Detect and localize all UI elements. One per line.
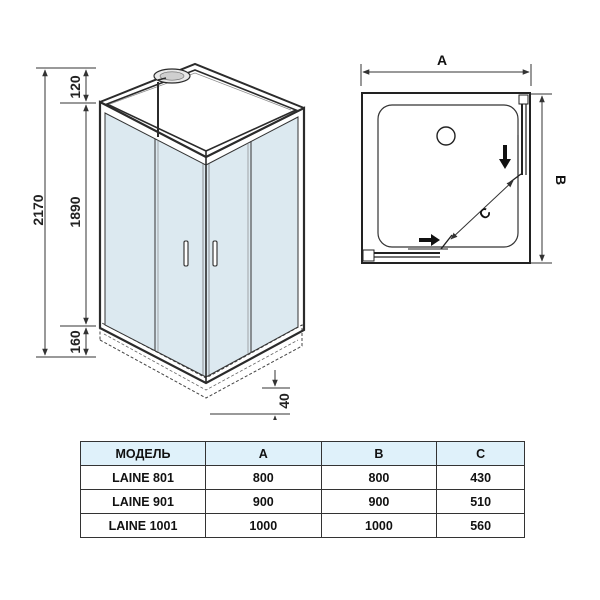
cell-model: LAINE 901 xyxy=(80,489,206,514)
cell-model: LAINE 1001 xyxy=(80,513,206,538)
slide-arrow-down xyxy=(499,145,511,169)
cell-c: 510 xyxy=(436,489,525,514)
table-row: LAINE 801 800 800 430 xyxy=(80,465,525,490)
header-model: МОДЕЛЬ xyxy=(80,441,206,466)
shower-cabin-elevation xyxy=(98,62,306,399)
table-header-row: МОДЕЛЬ A B C xyxy=(80,441,525,466)
dim-total-height: 2170 xyxy=(30,194,46,225)
dim-middle: 1890 xyxy=(67,196,83,227)
table-row: LAINE 901 900 900 510 xyxy=(80,489,525,514)
cell-b: 1000 xyxy=(320,513,438,538)
door-handle-right xyxy=(212,240,218,267)
technical-drawing: 2170 120 1890 160 xyxy=(30,52,569,420)
header-b: B xyxy=(320,441,438,466)
cell-b: 900 xyxy=(320,489,438,514)
cell-c: 560 xyxy=(436,513,525,538)
door-handle-left xyxy=(183,240,189,267)
specs-table: МОДЕЛЬ A B C LAINE 801 800 800 430 LAINE… xyxy=(80,441,525,538)
cell-b: 800 xyxy=(320,465,438,490)
plan-view: A B xyxy=(360,52,569,264)
tray-height-dimension xyxy=(210,370,290,420)
cell-a: 900 xyxy=(205,489,322,514)
cell-a: 1000 xyxy=(205,513,322,538)
table-row: LAINE 1001 1000 1000 560 xyxy=(80,513,525,538)
cell-model: LAINE 801 xyxy=(80,465,206,490)
elevation-dimensions xyxy=(36,67,96,358)
slide-arrow-right xyxy=(419,234,440,246)
plan-label-a: A xyxy=(437,52,447,68)
dim-bottom: 160 xyxy=(67,330,83,354)
cell-a: 800 xyxy=(205,465,322,490)
dim-tray: 40 xyxy=(276,393,292,409)
header-a: A xyxy=(205,441,322,466)
cell-c: 430 xyxy=(436,465,525,490)
dim-top: 120 xyxy=(67,75,83,99)
plan-label-b: B xyxy=(553,175,569,185)
drain-icon xyxy=(436,126,456,146)
header-c: C xyxy=(436,441,525,466)
